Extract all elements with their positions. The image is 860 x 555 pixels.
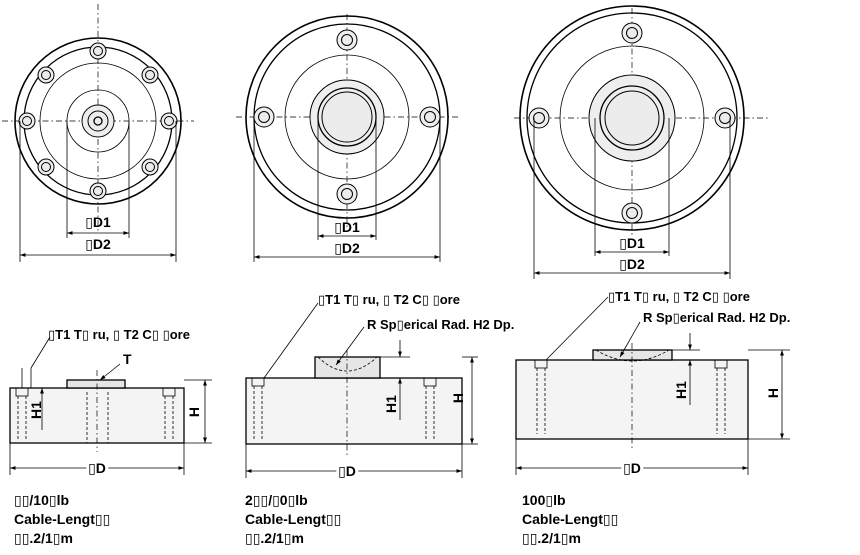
- cable-title-model-2: Cable-Lengt▯▯: [245, 511, 341, 527]
- caption-model-2: 2▯▯/▯0▯lb Cable-Lengt▯▯ ▯▯.2/1▯m: [245, 492, 341, 546]
- h1-label-model-1: H1: [28, 401, 44, 419]
- cable-title-model-3: Cable-Lengt▯▯: [522, 511, 618, 527]
- cable-value-model-3: ▯▯.2/1▯m: [522, 530, 581, 546]
- d2-label-model-3: ▯D2: [619, 256, 645, 272]
- h-label-model-1: H: [186, 407, 202, 417]
- top-view-model-1: ▯D1 ▯D2: [2, 4, 194, 262]
- top-view-model-2: ▯D1 ▯D2: [236, 14, 458, 262]
- h-label-model-3: H: [765, 388, 781, 398]
- caption-model-1: ▯▯/10▯lb Cable-Lengt▯▯ ▯▯.2/1▯m: [14, 492, 110, 546]
- side-view-model-3: ▯T1 T▯ ru, ▯ T2 C▯ ▯ore R Sp▯erical Rad.…: [515, 289, 790, 479]
- side-view-model-1: T ▯T1 T▯ ru, ▯ T2 C▯ ▯ore H1 H ▯D: [9, 327, 212, 479]
- cable-title-model-1: Cable-Lengt▯▯: [14, 511, 110, 527]
- d1-label-model-1: ▯D1: [85, 214, 111, 230]
- d2-label-model-2: ▯D2: [334, 240, 360, 256]
- h1-label-model-2: H1: [383, 395, 399, 413]
- thread-callout-model-3: ▯T1 T▯ ru, ▯ T2 C▯ ▯ore: [608, 289, 750, 304]
- d-label-model-1: ▯D: [88, 460, 106, 476]
- thread-callout-model-2: ▯T1 T▯ ru, ▯ T2 C▯ ▯ore: [318, 292, 460, 307]
- capacity-model-1: ▯▯/10▯lb: [14, 492, 69, 508]
- side-view-model-2: ▯T1 T▯ ru, ▯ T2 C▯ ▯ore R Sp▯erical Rad.…: [245, 292, 514, 482]
- cable-value-model-2: ▯▯.2/1▯m: [245, 530, 304, 546]
- caption-model-3: 100▯lb Cable-Lengt▯▯ ▯▯.2/1▯m: [522, 492, 618, 546]
- d1-label-model-2: ▯D1: [334, 219, 360, 235]
- h1-label-model-3: H1: [673, 381, 689, 399]
- h-label-model-2: H: [450, 393, 466, 403]
- d2-label-model-1: ▯D2: [85, 236, 111, 252]
- thread-callout-model-1: ▯T1 T▯ ru, ▯ T2 C▯ ▯ore: [48, 327, 190, 342]
- t-label-model-1: T: [123, 351, 132, 367]
- capacity-model-2: 2▯▯/▯0▯lb: [245, 492, 308, 508]
- cable-value-model-1: ▯▯.2/1▯m: [14, 530, 73, 546]
- top-view-model-3: ▯D1 ▯D2: [514, 5, 768, 279]
- sphere-callout-model-3: R Sp▯erical Rad. H2 Dp.: [643, 310, 790, 325]
- d-label-model-3: ▯D: [623, 460, 641, 476]
- capacity-model-3: 100▯lb: [522, 492, 566, 508]
- bolt-holes-model-1: [18, 42, 178, 200]
- d1-label-model-3: ▯D1: [619, 235, 645, 251]
- bolt-holes-model-3: [528, 22, 736, 224]
- sphere-callout-model-2: R Sp▯erical Rad. H2 Dp.: [367, 317, 514, 332]
- d-label-model-2: ▯D: [338, 463, 356, 479]
